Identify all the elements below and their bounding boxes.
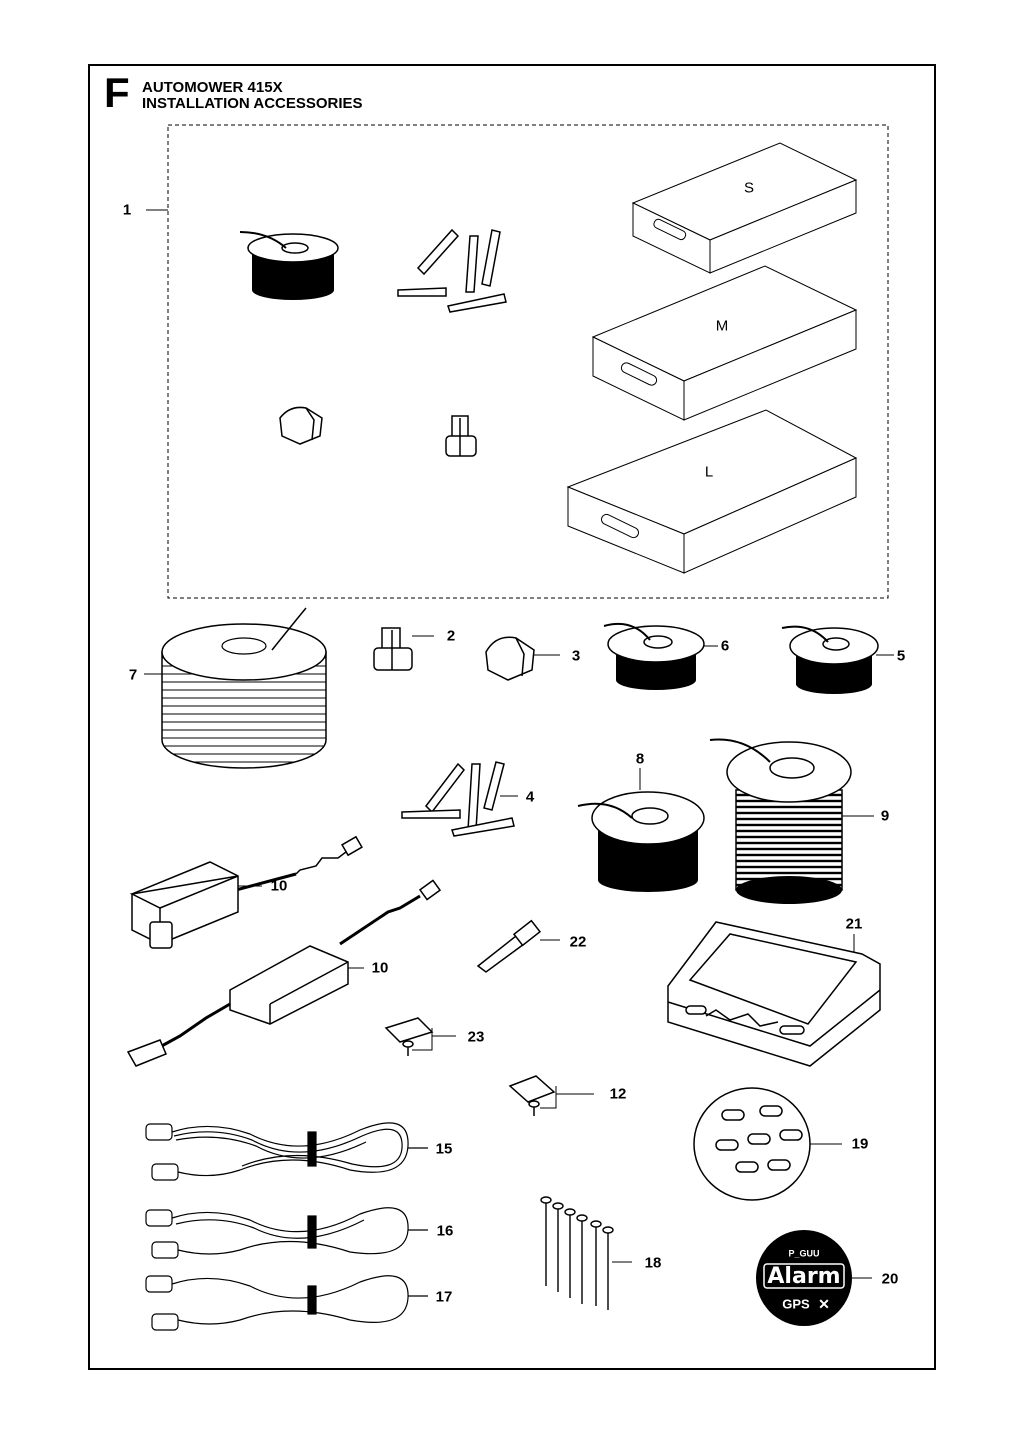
badge-main-text: Alarm: [767, 1264, 841, 1289]
callout-4: 4: [525, 788, 535, 806]
kit-size-s: S: [743, 179, 755, 197]
kit-box-m: [591, 265, 858, 421]
connector: [485, 636, 560, 681]
wire-coil: [709, 738, 874, 904]
carrying-case: [667, 921, 881, 1067]
kit-box-l: [566, 409, 858, 574]
spool-medium: [603, 622, 718, 690]
cable-17: [145, 1275, 428, 1331]
callout-22: 22: [569, 933, 587, 951]
tools-icon: ✕: [818, 1296, 830, 1312]
cable-15: [145, 1122, 428, 1181]
kit-small-spool: [239, 231, 339, 300]
kit-size-m: M: [715, 317, 729, 335]
kit-connector: [279, 406, 323, 445]
badge-top-text: P_GUU: [788, 1248, 820, 1259]
callout-21: 21: [845, 915, 863, 933]
power-supply-box: [126, 879, 442, 1067]
callout-3: 3: [571, 647, 581, 665]
screwdriver-bit: [476, 919, 560, 973]
title-model: AUTOMOWER 415X: [142, 79, 283, 96]
kit-splice: [445, 415, 477, 457]
badge-bottom-text: GPS: [782, 1296, 810, 1312]
screws: [540, 1196, 632, 1310]
callout-20: 20: [881, 1270, 899, 1288]
callout-8: 8: [635, 750, 645, 768]
callout-12: 12: [609, 1085, 627, 1103]
callout-2: 2: [446, 627, 456, 645]
callout-16: 16: [436, 1222, 454, 1240]
callout-10-box: 10: [371, 959, 389, 977]
callout-9: 9: [880, 807, 890, 825]
cable-16: [145, 1207, 428, 1259]
pegs: [401, 761, 518, 837]
title-section: INSTALLATION ACCESSORIES: [142, 95, 363, 112]
round-mat: [693, 1087, 842, 1201]
alarm-gps-badge: [756, 1230, 872, 1326]
callout-23: 23: [467, 1028, 485, 1046]
blade-and-screw: [384, 1017, 456, 1056]
kit-pegs: [397, 228, 507, 313]
splice: [373, 627, 434, 671]
kit-size-l: L: [704, 463, 714, 481]
page-border: [88, 64, 936, 1370]
section-letter: F: [104, 69, 130, 116]
callout-19: 19: [851, 1135, 869, 1153]
power-supply-wall: [129, 835, 363, 949]
callout-1: 1: [122, 201, 132, 219]
callout-5: 5: [896, 647, 906, 665]
large-wire-reel: [144, 607, 327, 769]
spool-large: [577, 768, 705, 892]
callout-10-wall: 10: [270, 877, 288, 895]
callout-7: 7: [128, 666, 138, 684]
spool-small: [781, 625, 894, 694]
kit-box: [167, 124, 889, 599]
kit-box-s: [631, 142, 858, 274]
plate-and-screw: [508, 1075, 594, 1116]
callout-6: 6: [720, 637, 730, 655]
callout-15: 15: [435, 1140, 453, 1158]
callout-18: 18: [644, 1254, 662, 1272]
callout-17: 17: [435, 1288, 453, 1306]
